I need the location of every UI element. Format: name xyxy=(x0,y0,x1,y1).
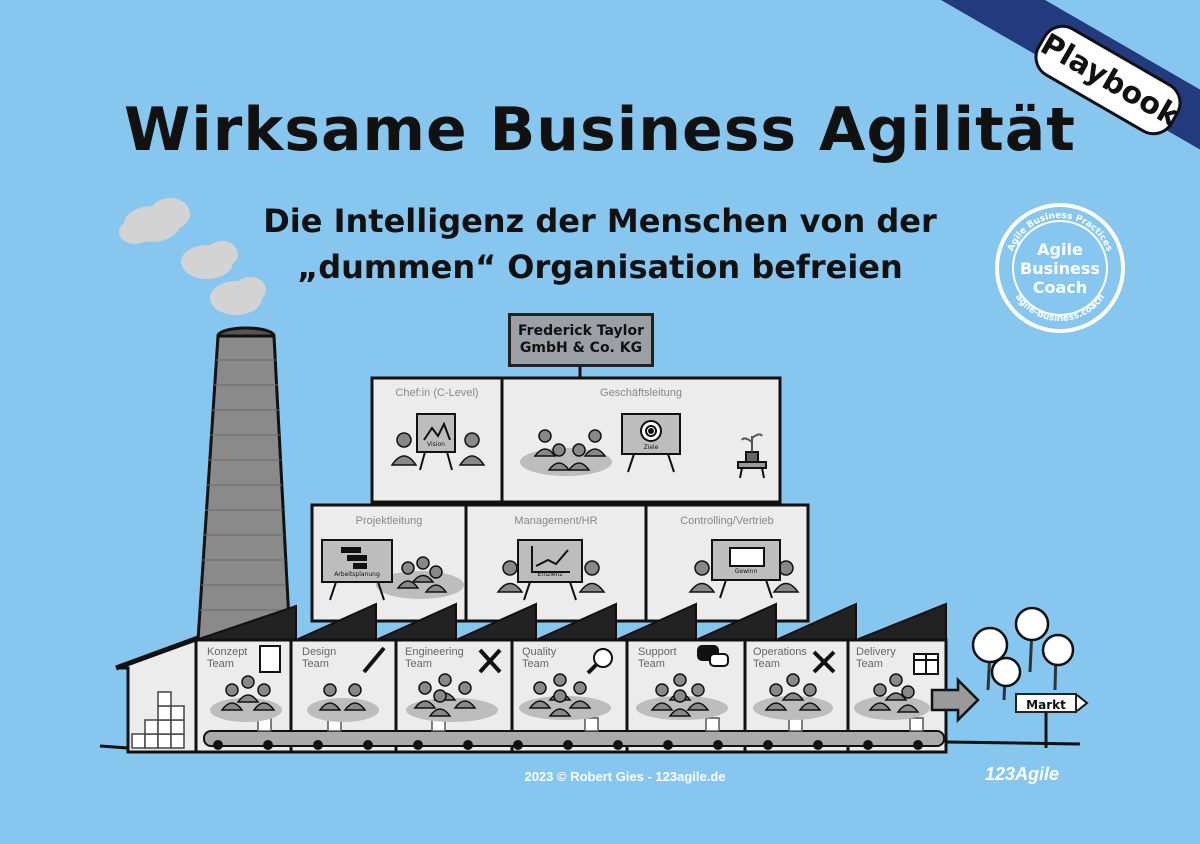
hr-label: Management/HR xyxy=(514,515,598,527)
market-sign: Markt xyxy=(1015,693,1077,713)
magnifier-icon xyxy=(586,648,613,675)
company-sign: Frederick Taylor GmbH & Co. KG xyxy=(508,313,654,367)
company-sign-line-1: Frederick Taylor xyxy=(518,323,644,339)
document-icon xyxy=(259,645,281,673)
page-title: Wirksame Business Agilität xyxy=(124,95,1076,165)
people-groups xyxy=(210,429,930,722)
presentation-boards xyxy=(321,413,781,601)
vision-board-caption: Vision xyxy=(427,441,445,448)
stamp-line-1: Agile xyxy=(1037,240,1083,259)
brand-logo: 123Agile xyxy=(985,764,1060,784)
copyright-footer: 2023 © Robert Gies - 123agile.de xyxy=(524,769,726,784)
operations-tools-icon xyxy=(812,650,836,674)
stamp-line-3: Coach xyxy=(1032,278,1088,297)
coach-stamp-text: Agile Business Coach xyxy=(1015,240,1105,297)
sawtooth-roof xyxy=(195,602,947,642)
efficiency-board-caption: Effizienz xyxy=(537,571,563,578)
coach-stamp xyxy=(995,203,1125,333)
subtitle-line-1: Die Intelligenz der Menschen von der xyxy=(263,202,937,240)
management-board-label: Geschäftsleitung xyxy=(600,387,682,399)
stamp-line-2: Business xyxy=(1020,259,1100,278)
project-label: Projektleitung xyxy=(355,515,423,527)
controlling-label: Controlling/Vertrieb xyxy=(680,515,774,527)
tools-icon xyxy=(478,648,502,674)
output-arrow xyxy=(930,676,980,724)
planning-board-caption: Arbeitsplanung xyxy=(334,571,380,578)
brush-icon xyxy=(362,646,386,674)
profit-board-caption: Gewinn xyxy=(734,568,758,575)
coach-stamp-ring-text: Agile Business Practices agile-business.… xyxy=(1006,211,1114,324)
speech-bubbles-icon xyxy=(697,645,729,667)
gift-icon xyxy=(913,653,939,675)
stacked-boxes xyxy=(131,691,185,749)
c-level-room xyxy=(370,376,504,504)
smoke-clouds xyxy=(119,198,266,315)
trees xyxy=(971,606,1075,701)
page-subtitle: Die Intelligenz der Menschen von der „du… xyxy=(0,198,1200,290)
company-sign-line-2: GmbH & Co. KG xyxy=(519,340,643,356)
c-level-label: Chef:in (C-Level) xyxy=(395,387,479,399)
subtitle-line-2: „dummen“ Organisation befreien xyxy=(297,248,903,286)
goals-board-caption: Ziele xyxy=(643,444,659,451)
coach-stamp-inner-ring xyxy=(1012,220,1108,316)
chimney xyxy=(196,326,292,642)
